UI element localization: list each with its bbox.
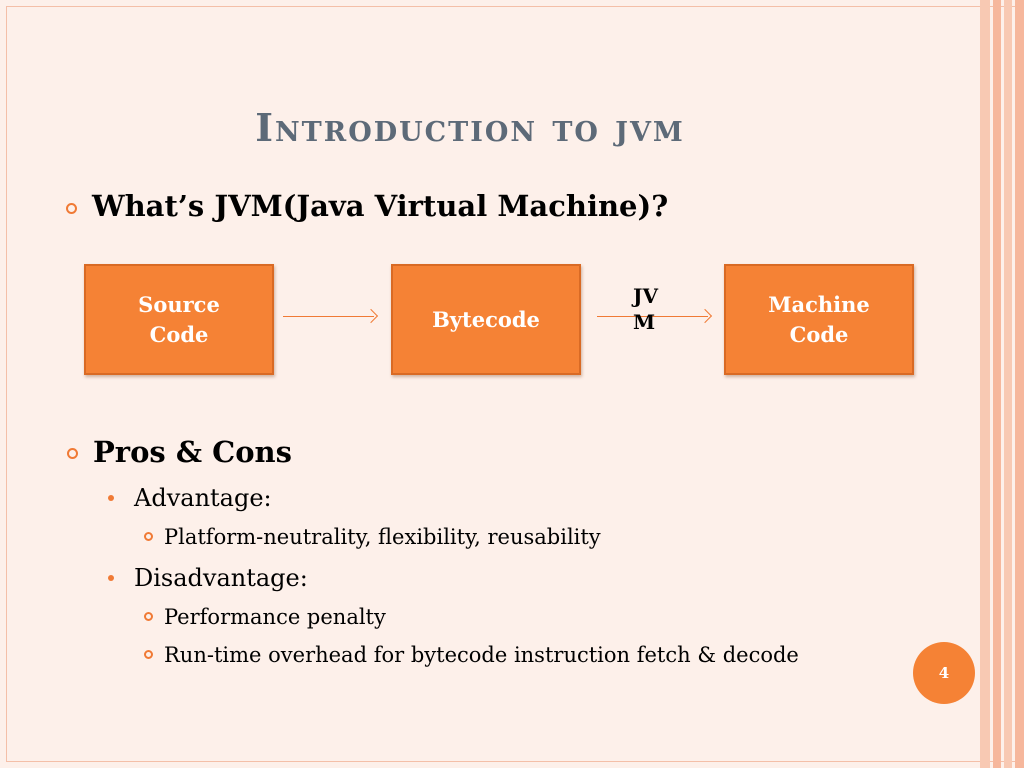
box-source-code-line-2: Code xyxy=(149,321,209,347)
bullet-jvm-question: What’s JVM(Java Virtual Machine)? xyxy=(66,189,669,223)
dot-bullet-icon xyxy=(108,575,114,581)
decorative-stripe xyxy=(1015,0,1024,768)
disadvantage-label: Disadvantage: xyxy=(134,564,308,592)
pros-cons-heading: Pros & Cons xyxy=(93,435,292,469)
circle-bullet-icon xyxy=(66,203,77,214)
decorative-stripe xyxy=(1004,0,1012,768)
circle-bullet-icon xyxy=(144,650,153,659)
jvm-question-text: What’s JVM(Java Virtual Machine)? xyxy=(92,189,669,223)
dot-bullet-icon xyxy=(108,495,114,501)
slide-title: Introduction to jvm xyxy=(255,105,685,150)
arrow-bytecode-to-machine xyxy=(597,308,713,324)
box-machine-code-line-2: Code xyxy=(789,321,849,347)
page-number: 4 xyxy=(938,664,950,682)
list-item: Platform-neutrality, flexibility, reusab… xyxy=(144,525,601,549)
decorative-stripe xyxy=(980,0,990,768)
box-machine-code-line-1: Machine xyxy=(768,291,870,317)
list-item: Performance penalty xyxy=(144,605,386,629)
disadvantage-item-text: Run-time overhead for bytecode instructi… xyxy=(164,643,799,667)
arrow-label-jvm: JVM xyxy=(633,284,658,334)
advantage-label: Advantage: xyxy=(134,484,272,512)
page-number-badge: 4 xyxy=(913,642,975,704)
circle-bullet-icon xyxy=(144,612,153,621)
box-bytecode-label: Bytecode xyxy=(432,306,540,332)
decorative-stripe xyxy=(993,0,1001,768)
bullet-disadvantage: Disadvantage: xyxy=(108,564,308,592)
box-machine-code: Machine Code xyxy=(724,264,914,375)
box-source-code-line-1: Source xyxy=(138,291,220,317)
list-item: Run-time overhead for bytecode instructi… xyxy=(144,643,799,667)
bullet-pros-cons: Pros & Cons xyxy=(67,435,292,469)
disadvantage-item-text: Performance penalty xyxy=(164,605,386,629)
bullet-advantage: Advantage: xyxy=(108,484,272,512)
advantage-item-text: Platform-neutrality, flexibility, reusab… xyxy=(164,525,601,549)
box-bytecode: Bytecode xyxy=(391,264,581,375)
arrow-source-to-bytecode xyxy=(283,308,379,324)
box-source-code: Source Code xyxy=(84,264,274,375)
circle-bullet-icon xyxy=(144,532,153,541)
circle-bullet-icon xyxy=(67,448,78,459)
